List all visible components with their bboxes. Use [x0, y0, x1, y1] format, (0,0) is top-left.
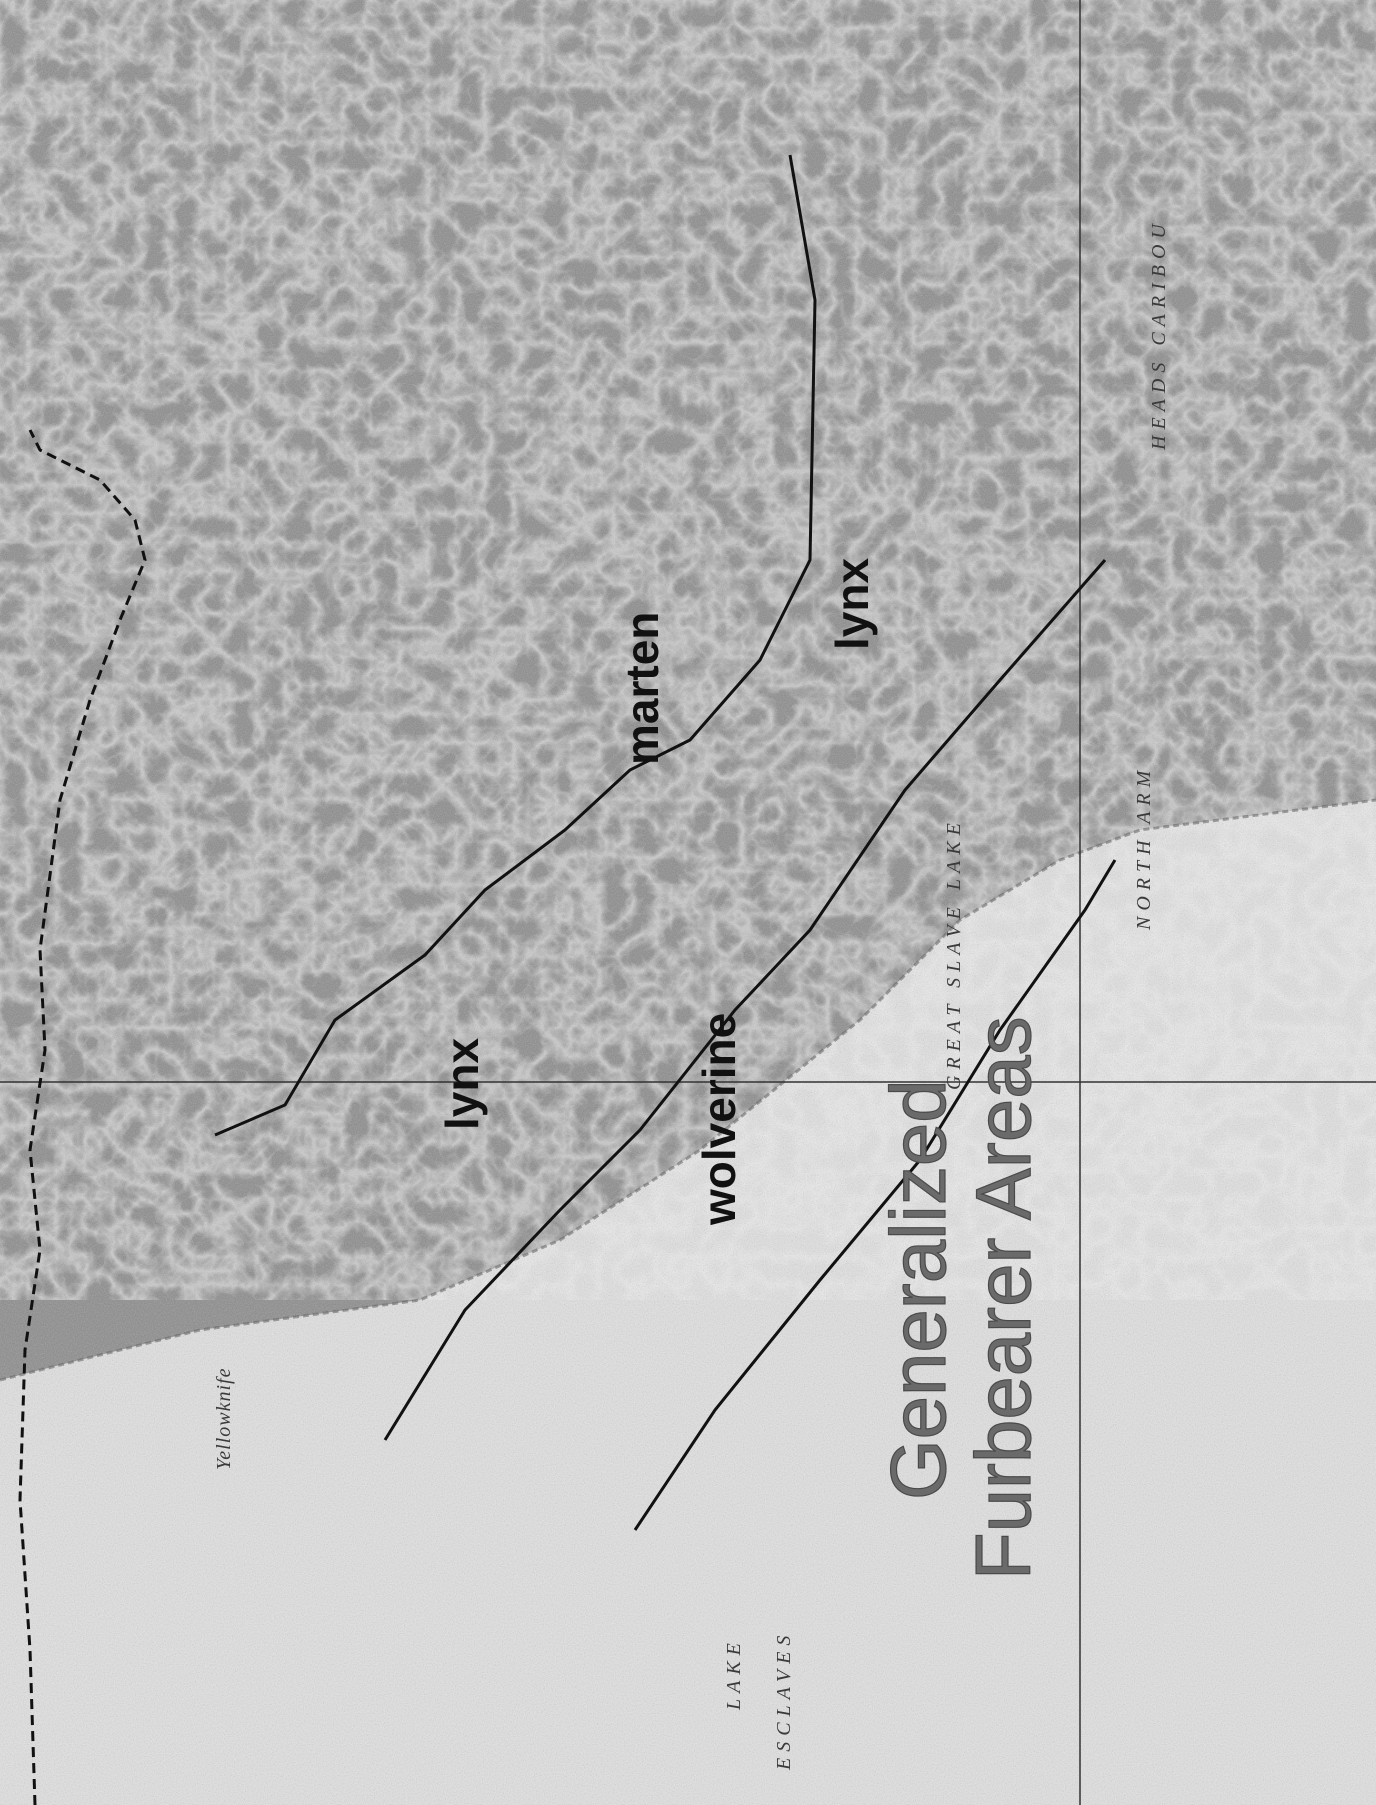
- boundary-line-wolverine-lynx: [383, 559, 1107, 1441]
- map-label-north-arm: NORTH ARM: [1133, 765, 1155, 931]
- map-label-yellowknife: Yellowknife: [213, 1368, 235, 1470]
- zone-label-lynx-upper: lynx: [436, 1038, 488, 1130]
- map-title-line-1: Generalized: [874, 1079, 962, 1500]
- zone-label-lynx-lower: lynx: [826, 558, 878, 650]
- boundary-line-lake-wolverine: [633, 859, 1117, 1531]
- map-label-lake: LAKE: [723, 1637, 745, 1711]
- map-label-great-slave-lake: GREAT SLAVE LAKE: [943, 817, 965, 1090]
- map-title-line-2: Furbearer Areas: [959, 1016, 1047, 1580]
- zone-label-marten: marten: [616, 612, 668, 765]
- zone-label-wolverine: wolverine: [693, 1013, 745, 1226]
- dashed-boundary-line: [18, 429, 147, 1805]
- map-label-heads-caribou: HEADS CARIBOU: [1148, 218, 1170, 451]
- map-label-esclaves: ESCLAVES: [773, 1630, 795, 1771]
- boundary-line-lynx-marten: [214, 154, 817, 1137]
